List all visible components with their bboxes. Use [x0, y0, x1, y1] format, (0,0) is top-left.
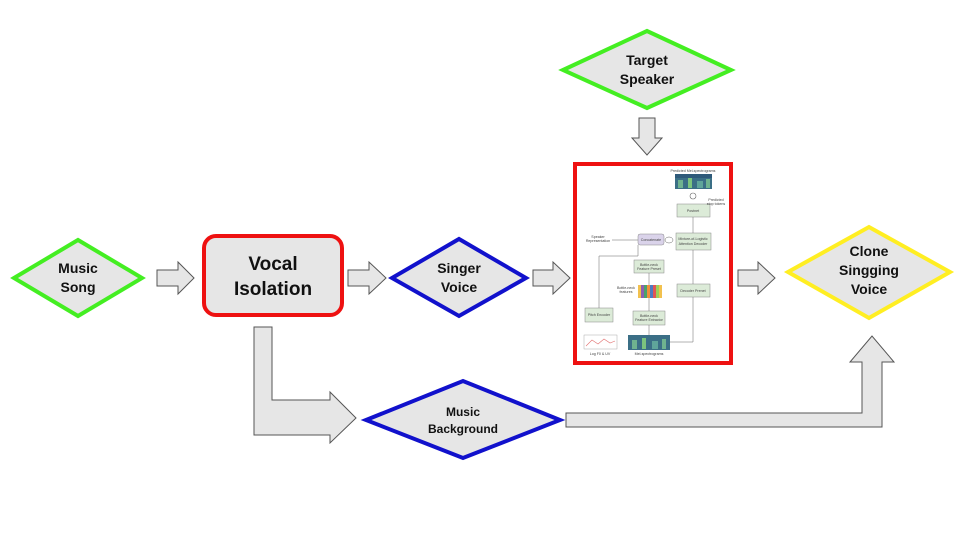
- decoder-prenet-box: [676, 283, 711, 298]
- clone-voice-label-line2: Singging: [839, 262, 899, 278]
- target-speaker-label-line1: Target: [626, 52, 668, 68]
- bottleneck-preset-label-1: Bottle-neck: [640, 263, 658, 267]
- bottleneck-preset-label-2: Feature Preset: [637, 267, 661, 271]
- postnet-box: [676, 203, 711, 218]
- arrow-model-to-clone: [737, 260, 776, 296]
- clone-voice-label-line1: Clone: [850, 243, 889, 259]
- singer-voice-label-line2: Voice: [441, 279, 478, 295]
- bottleneck-extractor-label-2: Feature Extractor: [635, 318, 664, 322]
- stop-tokens-label-1: Predicted: [708, 198, 723, 202]
- bottleneck-extractor-label-1: Bottle-neck: [640, 314, 658, 318]
- decoder-label-2: Attention Decoder: [679, 242, 709, 246]
- decoder-label-1: Mixture-of-Logistic: [678, 237, 708, 241]
- attention-decoder-box: [675, 232, 712, 251]
- pitch-encoder-label: Pitch Encoder: [588, 313, 611, 317]
- concatenate-box: [637, 233, 665, 246]
- concatenate-label: Concatenate: [641, 238, 661, 242]
- bottleneck-features-label-1: Bottle-neck: [617, 286, 635, 290]
- bottleneck-features-bars: [638, 285, 662, 298]
- arrow-isolation-to-background: [253, 326, 357, 445]
- vocal-isolation-label-line1: Vocal: [248, 254, 297, 275]
- logf0-label: Log F0 & UV: [590, 352, 611, 356]
- arrow-singer-voice-to-model: [532, 260, 571, 296]
- clone-voice-node: Clone Singging Voice: [783, 224, 955, 321]
- clone-voice-label-line3: Voice: [851, 281, 888, 297]
- predicted-mel-spectrogram: [675, 174, 712, 189]
- speaker-rep-label-2: Representation: [586, 239, 610, 243]
- music-song-node: Music Song: [10, 237, 146, 319]
- input-mel-spectrogram: [628, 335, 670, 350]
- model-figure: Predicted Mel-spectrograms Postnet Predi…: [573, 162, 733, 365]
- bottleneck-features-label-2: features: [620, 290, 633, 294]
- postnet-label: Postnet: [687, 209, 699, 213]
- arrow-background-to-clone: [565, 335, 896, 428]
- vocal-isolation-node: Vocal Isolation: [202, 234, 344, 317]
- singer-voice-node: Singer Voice: [387, 236, 531, 319]
- target-speaker-node: Target Speaker: [558, 28, 736, 111]
- vocal-isolation-label-line2: Isolation: [234, 279, 312, 300]
- mel-label: Mel-spectrograms: [635, 352, 664, 356]
- target-speaker-label-line2: Speaker: [620, 71, 675, 87]
- music-background-node: Music Background: [360, 378, 566, 461]
- stop-tokens-label-2: stop tokens: [707, 202, 726, 206]
- singer-voice-label-line1: Singer: [437, 260, 481, 276]
- arrow-target-speaker-to-model: [630, 117, 664, 156]
- arrow-isolation-to-singer-voice: [347, 260, 387, 296]
- music-background-label-line2: Background: [428, 422, 498, 436]
- music-song-label-line2: Song: [61, 279, 96, 295]
- music-background-label-line1: Music: [446, 405, 480, 419]
- predicted-mel-label: Predicted Mel-spectrograms: [671, 169, 716, 173]
- decoder-prenet-label: Decoder Prenet: [680, 289, 705, 293]
- arrow-song-to-isolation: [156, 260, 195, 296]
- music-song-label-line1: Music: [58, 260, 98, 276]
- sum-node-top: [689, 192, 697, 200]
- speaker-rep-label-1: Speaker: [591, 235, 605, 239]
